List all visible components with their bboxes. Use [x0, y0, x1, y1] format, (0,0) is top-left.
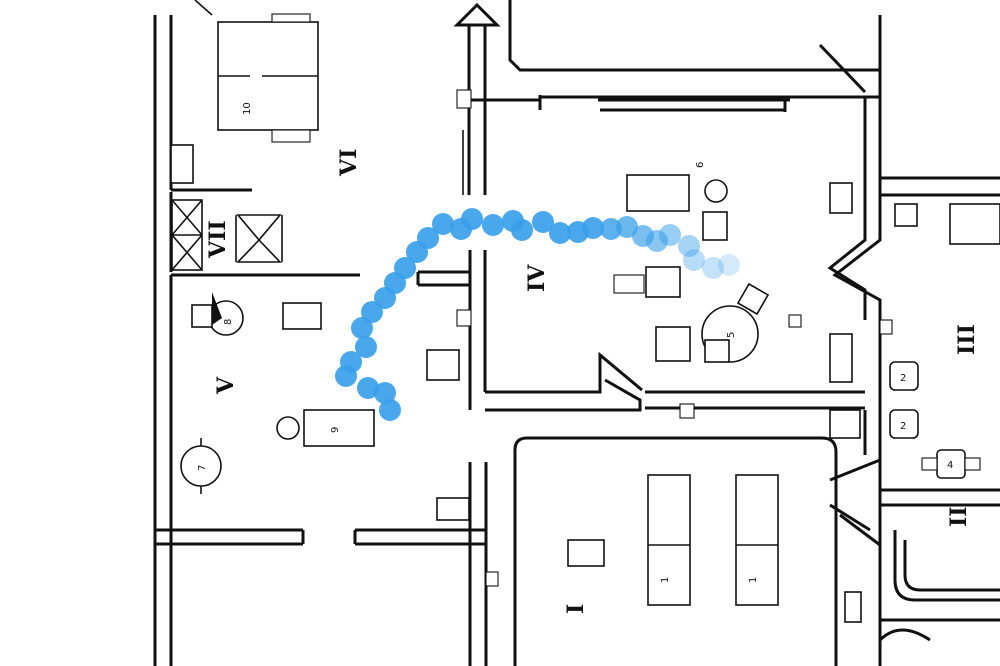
trajectory-point [616, 216, 638, 238]
trajectory-point [432, 213, 454, 235]
equipment-10: 10 [217, 13, 319, 143]
cart-v [282, 302, 322, 330]
trajectory-point [683, 249, 705, 271]
outlet [456, 309, 472, 327]
valve [235, 214, 283, 263]
cabinet [170, 144, 194, 184]
bed-6 [626, 174, 690, 212]
desk-v [426, 349, 460, 381]
trajectory-point [340, 351, 362, 373]
room-label-iv: IV [524, 264, 550, 292]
equipment-5: 5 [701, 282, 770, 363]
trajectory-point [702, 257, 724, 279]
room-label-vii: VII [205, 220, 231, 259]
outlet [485, 571, 499, 587]
equipment-4: 4 [921, 449, 981, 479]
equipment-8: 8 [191, 292, 244, 336]
equipment-1b: 1 [735, 474, 779, 606]
trajectory-point [678, 235, 700, 257]
desk-iv [655, 326, 691, 362]
room-label-ii: II [946, 506, 972, 527]
label-1a: 1 [660, 577, 671, 583]
label-9: 9 [330, 427, 341, 433]
equipment: 10 8 7 9 [170, 13, 1000, 623]
trajectory [335, 208, 740, 421]
outlet [679, 403, 695, 419]
trajectory-point [549, 222, 571, 244]
room-label-i: I [563, 604, 589, 614]
outlet [788, 314, 802, 328]
trajectory-point [357, 377, 379, 399]
room-label-v: V [213, 376, 239, 395]
item-ii [844, 591, 862, 623]
room-label-vi: VI [336, 149, 362, 177]
label-5: 5 [726, 332, 737, 338]
equipment-1a: 1 [647, 474, 691, 606]
item-iii [894, 203, 918, 227]
trajectory-point [718, 254, 740, 276]
room-vii-storage [171, 199, 203, 271]
trajectory-point [482, 214, 504, 236]
label-4: 4 [947, 460, 953, 471]
trajectory-point [361, 301, 383, 323]
trajectory-point [600, 218, 622, 240]
label-8: 8 [223, 319, 234, 325]
outlet [879, 319, 893, 335]
walls [153, 0, 1000, 666]
equipment-6: 6 [695, 162, 728, 241]
sink-iv-b [829, 409, 861, 439]
equipment-7: 7 [180, 438, 222, 494]
sink-v [436, 497, 470, 521]
equipment-9: 9 [276, 409, 375, 447]
trajectory-point [355, 336, 377, 358]
trajectory-point [511, 219, 533, 241]
trajectory-point [461, 208, 483, 230]
sink-iii [829, 182, 853, 214]
cabinet-iv [829, 333, 853, 383]
bed-iii [949, 203, 1000, 245]
sink-iv [613, 274, 645, 294]
label-7: 7 [197, 465, 208, 471]
outlet [456, 89, 472, 109]
trajectory-point [659, 224, 681, 246]
room-labels: VI VII IV V III II I [205, 149, 980, 614]
equipment-2b: 2 [889, 409, 919, 439]
trajectory-point [532, 211, 554, 233]
trajectory-point [394, 257, 416, 279]
trajectory-point [351, 317, 373, 339]
trajectory-point [379, 399, 401, 421]
label-1b: 1 [748, 577, 759, 583]
room-label-iii: III [954, 324, 980, 355]
label-2b: 2 [900, 421, 906, 432]
trajectory-point [374, 382, 396, 404]
equipment-2a: 2 [889, 361, 919, 391]
label-10: 10 [242, 102, 253, 115]
sink-i [567, 539, 605, 567]
trajectory-point [582, 217, 604, 239]
label-2a: 2 [900, 373, 906, 384]
trajectory-point [417, 227, 439, 249]
cart-iv [645, 266, 681, 298]
label-6: 6 [695, 162, 706, 168]
